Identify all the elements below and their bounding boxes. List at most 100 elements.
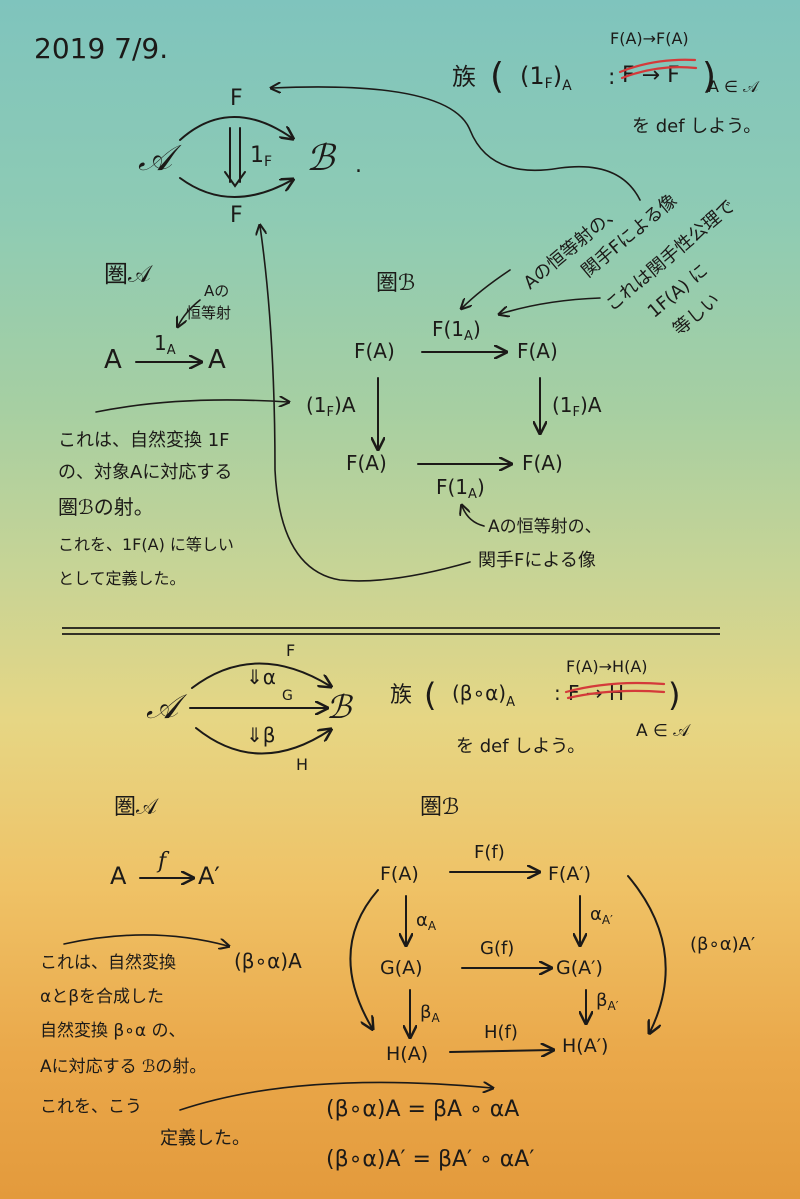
bottom-family-definition: 族 ( (β∘α)A : F(A)→H(A) F → H ) A ∈ 𝒜 を d… <box>390 657 691 757</box>
top-note-image-arrow <box>462 269 511 308</box>
bottom-cat-A-arrow-label: f <box>156 849 170 874</box>
top-diagram-period: . <box>355 153 362 178</box>
top-family-component: (1F)A <box>520 62 572 94</box>
top-family-open-paren: ( <box>490 56 504 97</box>
bottom-label-H: H <box>296 755 308 774</box>
bottom-family-open-paren: ( <box>424 676 436 714</box>
top-left-explanation: これは、自然変換 1F の、対象Aに対応する 圏ℬの射。 これを、1F(A) に… <box>58 430 234 588</box>
top-left-note-line2: の、対象Aに対応する <box>58 462 232 483</box>
bottom-label-alpha: ⇓α <box>246 665 276 689</box>
top-strike-line-1 <box>618 58 697 74</box>
bottom-cat-B-composite-arrow-left <box>349 889 379 1028</box>
top-source-category: 𝒜 <box>138 138 182 179</box>
top-cat-B-right-arrow-label: (1F)A <box>552 393 602 420</box>
top-family-definition: 族 ( (1F)A : F(A)→F(A) F → F ) A ∈ 𝒜 を de… <box>452 29 761 137</box>
top-target-category: ℬ <box>306 138 337 179</box>
top-functor-label-lower: F <box>230 203 243 228</box>
top-bottom-note-line2: 関手Fによる像 <box>478 550 596 571</box>
top-family-hom-above: F(A)→F(A) <box>610 29 689 48</box>
top-link-arrow-to-upper-F <box>272 87 641 201</box>
bottom-source-category: 𝒜 <box>146 687 188 727</box>
bottom-cat-B-GA-prime: G(A′) <box>556 957 603 979</box>
top-family-def-note: を def しよう。 <box>632 116 761 137</box>
top-transform-label: 1F <box>250 143 272 170</box>
top-cat-B-bottom-left: F(A) <box>346 451 387 475</box>
bottom-left-explanation: これは、自然変換 αとβを合成した 自然変換 β∘α の、 Aに対応する ℬの射… <box>40 953 250 1149</box>
bottom-left-note-line1: これは、自然変換 <box>40 953 176 973</box>
bottom-note-arrow-to-component <box>63 934 228 946</box>
bottom-family-def-note: を def しよう。 <box>456 736 585 757</box>
top-cat-B-left-arrow-label: (1F)A <box>306 393 356 420</box>
top-functor-arrow-lower <box>179 177 292 198</box>
top-family-close-paren: ) <box>702 56 716 97</box>
bottom-cat-B-title: 圏ℬ <box>420 795 459 820</box>
date: 2019 7/9. <box>34 32 168 65</box>
bottom-cat-B-Hf-arrow <box>449 1050 552 1052</box>
top-left-note-line4: これを、1F(A) に等しい <box>58 535 234 554</box>
bottom-cat-B-Hf-label: H(f) <box>484 1022 518 1043</box>
bottom-cat-B-betaA-label: βA <box>420 1002 441 1025</box>
bottom-category-A-section: 圏𝒜 A f A′ <box>110 795 220 890</box>
top-functor-label-upper: F <box>230 86 243 111</box>
top-left-note-arrow-to-component <box>95 400 288 413</box>
top-bottom-note-line1: Aの恒等射の、 <box>488 517 602 537</box>
top-cat-A-note-2: 恒等射 <box>186 304 231 322</box>
bottom-functor-arrow-H <box>195 728 330 755</box>
bottom-left-note-line3: 自然変換 β∘α の、 <box>40 1021 186 1041</box>
top-left-note-line1: これは、自然変換 1F <box>58 430 230 451</box>
top-double-arrow-head <box>224 171 246 188</box>
top-cat-B-top-left: F(A) <box>354 339 395 363</box>
bottom-family-colon: : <box>554 681 561 705</box>
bottom-left-note-line5: これを、こう <box>40 1097 142 1117</box>
bottom-cat-B-composite-arrow-right <box>627 875 667 1032</box>
top-left-note-line3: 圏ℬの射。 <box>58 495 154 519</box>
top-family-label: 族 <box>452 63 476 91</box>
top-category-B-section: 圏ℬ F(A) F(1A) F(A) (1F)A (1F)A F(A) F(1A… <box>306 271 602 502</box>
bottom-family-hom-above: F(A)→H(A) <box>566 657 648 676</box>
bottom-cat-B-composite-label: (β∘α)A′ <box>690 934 755 955</box>
bottom-note-composite-component: (β∘α)A <box>234 949 302 973</box>
bottom-cat-B-alphaA-label: αA <box>416 910 437 933</box>
top-cat-B-title: 圏ℬ <box>376 271 415 296</box>
top-cat-B-top-arrow-label: F(1A) <box>432 317 481 344</box>
top-cat-A-obj-left: A <box>104 345 122 375</box>
bottom-cat-A-obj-left: A <box>110 862 127 890</box>
top-cat-B-bottom-arrow-label: F(1A) <box>436 475 485 502</box>
top-family-index: A ∈ 𝒜 <box>708 77 760 96</box>
bottom-nat-transform-diagram: 𝒜 ℬ F G H ⇓α ⇓β <box>146 641 354 774</box>
bottom-cat-B-HA: H(A) <box>386 1043 428 1065</box>
top-strike-line-2 <box>620 66 698 80</box>
bottom-left-note-line6: 定義した。 <box>160 1128 250 1149</box>
bottom-cat-B-Ff-label: F(f) <box>474 842 505 863</box>
bottom-target-category: ℬ <box>326 688 354 726</box>
top-cat-A-note-1: Aの <box>204 282 229 300</box>
bottom-cat-A-title: 圏𝒜 <box>114 795 159 820</box>
bottom-category-B-section: 圏ℬ F(A) F(f) F(A′) αA αA′ G(A) G(f) G(A′… <box>349 795 755 1065</box>
top-cat-A-obj-right: A <box>208 345 226 375</box>
bottom-cat-B-alphaA-prime-label: αA′ <box>590 904 613 927</box>
bottom-equation-1: (β∘α)A = βA ∘ αA <box>326 1097 519 1122</box>
top-cat-A-arrow-label: 1A <box>154 331 176 358</box>
bottom-left-note-line2: αとβを合成した <box>40 987 164 1007</box>
top-functor-arrow-upper <box>179 116 292 140</box>
top-category-A-section: 圏𝒜 Aの 恒等射 A 1A A <box>104 260 231 375</box>
bottom-cat-B-FA: F(A) <box>380 863 419 885</box>
bottom-cat-B-HA-prime: H(A′) <box>562 1035 608 1057</box>
top-note-equal-rotated: これは関手性公理で 1F(A) に 等しい <box>602 196 740 341</box>
bottom-equation-2: (β∘α)A′ = βA′ ∘ αA′ <box>326 1147 534 1172</box>
top-left-note-line5: として定義した。 <box>58 569 186 588</box>
bottom-functor-arrow-F <box>191 662 330 689</box>
bottom-family-index: A ∈ 𝒜 <box>636 721 691 741</box>
section-divider <box>62 627 720 635</box>
top-family-colon: : <box>608 65 615 90</box>
bottom-strike-line-2 <box>566 689 666 700</box>
bottom-left-note-line4: Aに対応する ℬの射。 <box>40 1057 206 1077</box>
top-note-equal-arrow <box>500 297 601 314</box>
bottom-family-label: 族 <box>390 683 412 708</box>
bottom-note-arrow-to-equation <box>179 1082 492 1111</box>
bottom-cat-B-GA: G(A) <box>380 957 423 979</box>
bottom-cat-B-FA-prime: F(A′) <box>548 863 591 885</box>
bottom-label-beta: ⇓β <box>246 723 276 747</box>
bottom-label-G: G <box>282 688 293 704</box>
